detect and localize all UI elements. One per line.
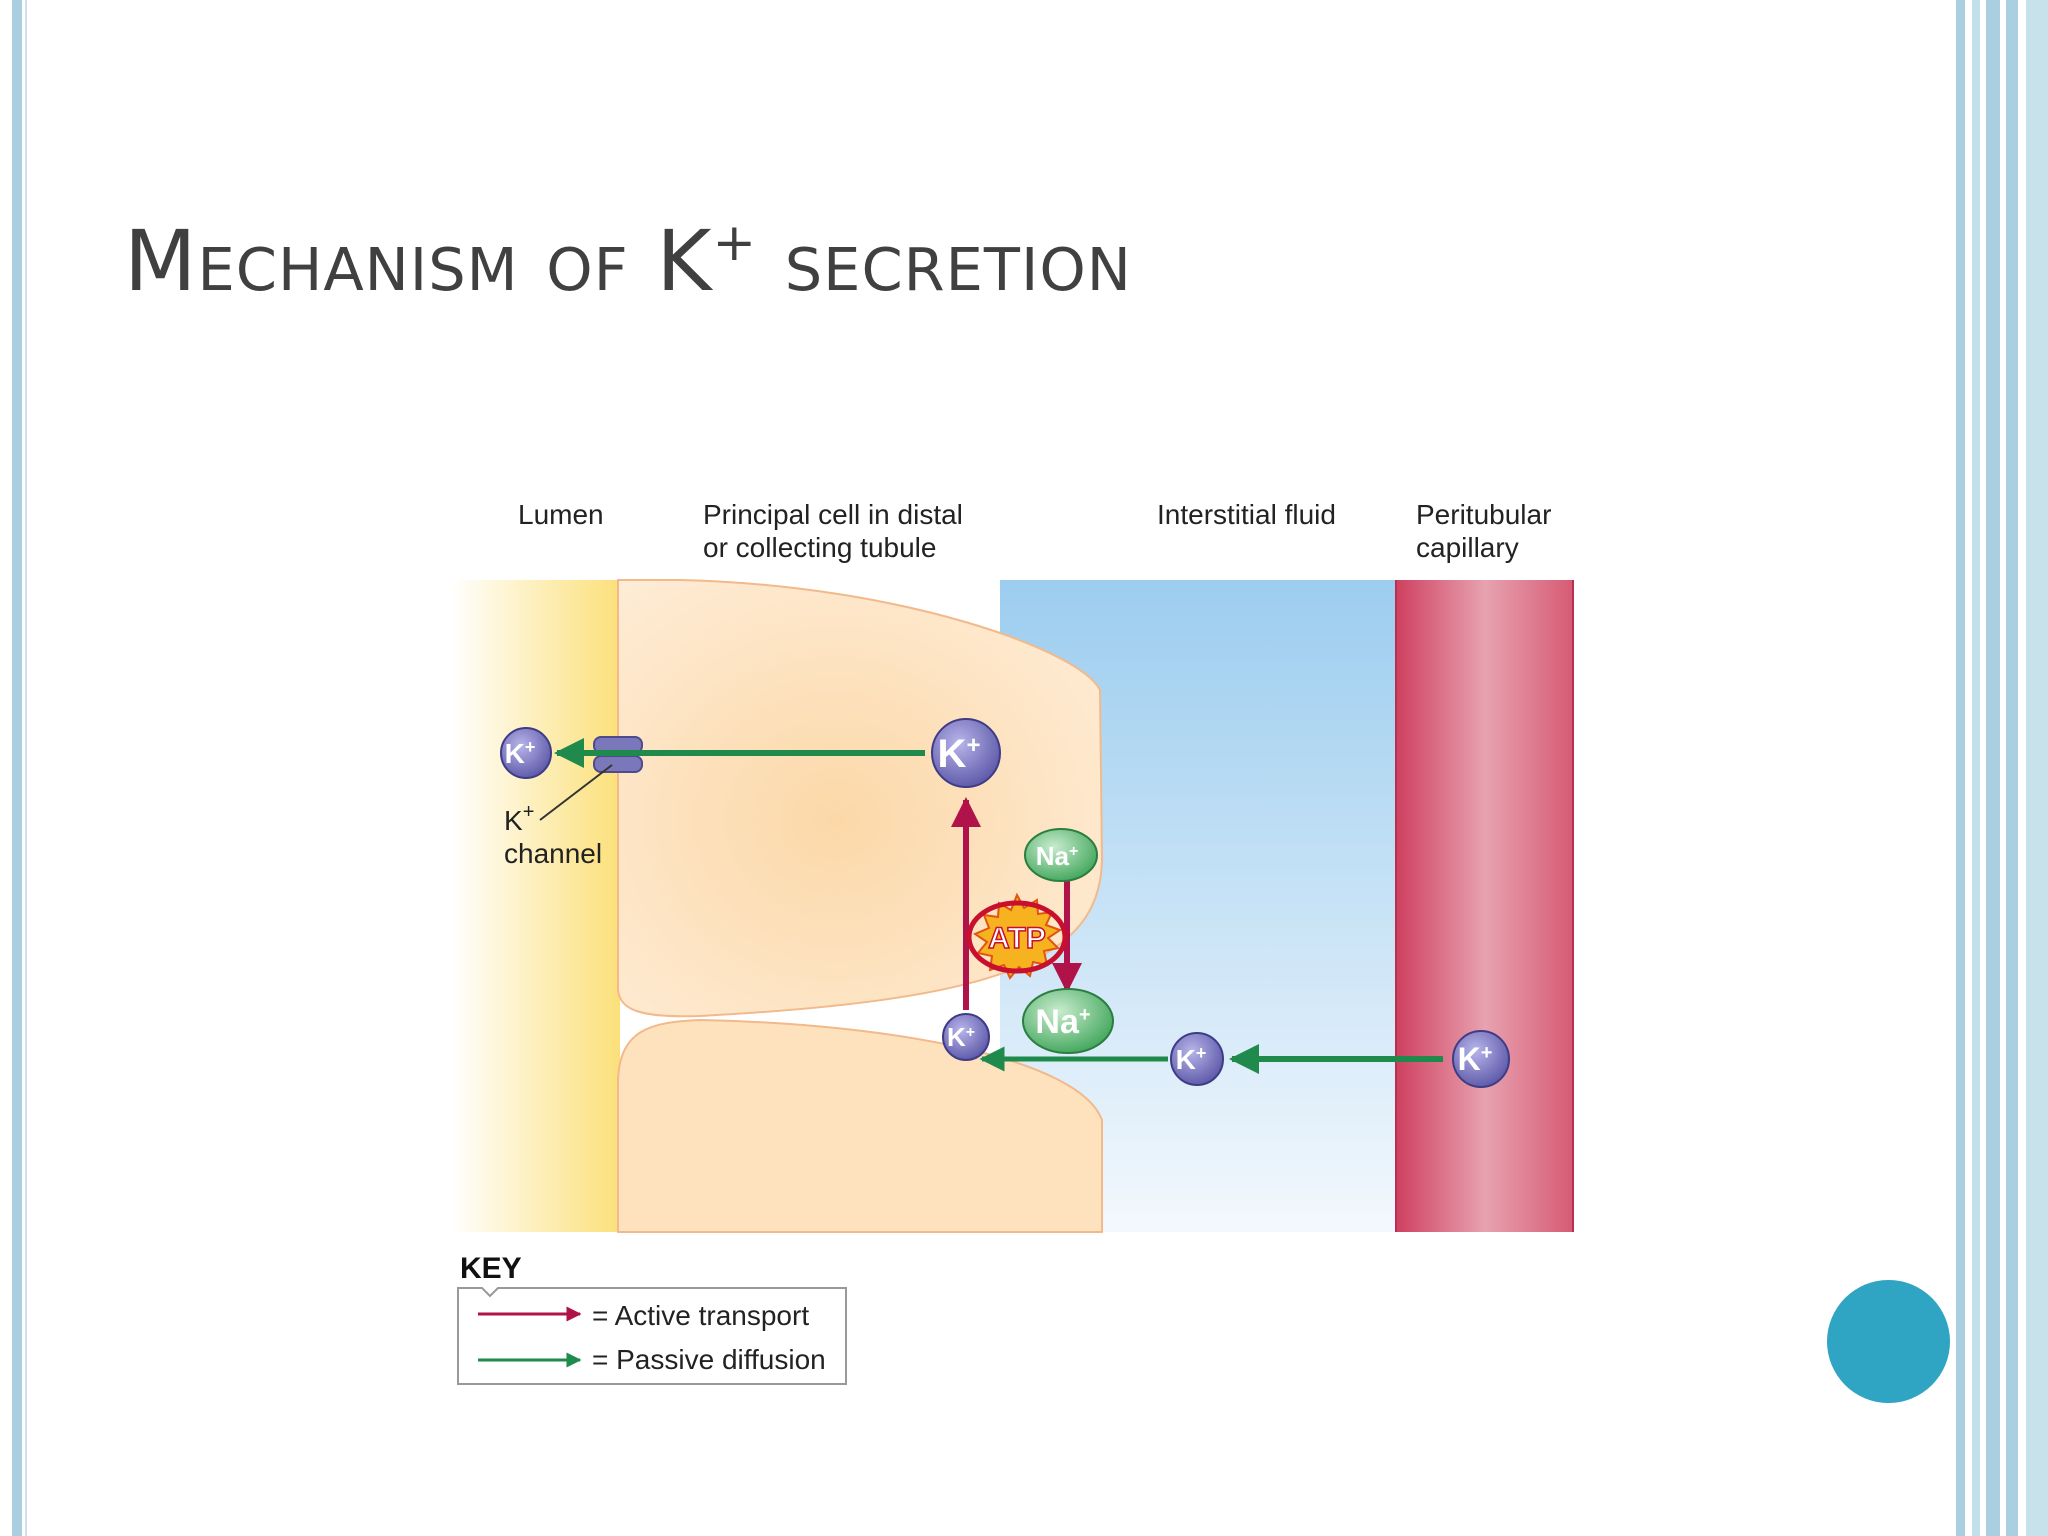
key-title: KEY — [460, 1252, 522, 1285]
k-channel-label-word: channel — [504, 838, 602, 869]
atp-pump: ATP — [966, 892, 1068, 980]
key-passive-label: = Passive diffusion — [592, 1344, 826, 1375]
header-lumen: Lumen — [518, 499, 604, 530]
key-active-label: = Active transport — [592, 1300, 809, 1331]
slide-title-superscript: + — [712, 213, 758, 273]
slide-title: Mechanism of K+ secretion — [124, 212, 1132, 310]
k-ion-interstitial: K+ — [1170, 1032, 1224, 1086]
header-principal-cell-line1: Principal cell in distal — [703, 499, 963, 530]
slide-border-left-inner — [25, 0, 27, 1536]
slide-title-main: Mechanism of K — [124, 212, 713, 310]
k-ion-capillary: K+ — [1452, 1030, 1510, 1088]
svg-text:K+: K+ — [1176, 1043, 1207, 1075]
peritubular-capillary — [1396, 580, 1574, 1232]
header-interstitial-fluid: Interstitial fluid — [1157, 499, 1336, 530]
svg-text:Na+: Na+ — [1036, 841, 1079, 871]
k-channel-label-k: K+ — [504, 801, 534, 836]
k-ion-lumen: K+ — [500, 727, 552, 779]
svg-text:K+: K+ — [505, 737, 536, 769]
na-ion-interstitial: Na+ — [1022, 988, 1114, 1054]
slide-border-right-stripe — [2006, 0, 2018, 1536]
header-capillary-line1: Peritubular — [1416, 499, 1551, 530]
svg-text:K+: K+ — [938, 732, 981, 776]
svg-text:Na+: Na+ — [1035, 1003, 1090, 1041]
lumen-region — [450, 580, 620, 1232]
slide-border-left — [12, 0, 22, 1536]
svg-text:K+: K+ — [947, 1022, 975, 1052]
header-capillary-line2: capillary — [1416, 532, 1519, 563]
k-channel-protein — [593, 736, 643, 773]
slide-title-end: secretion — [757, 212, 1132, 310]
k-ion-pump-entry: K+ — [942, 1013, 990, 1061]
slide-border-right-stripe — [2026, 0, 2048, 1536]
principal-cell — [617, 579, 1104, 1018]
slide-accent-circle — [1827, 1280, 1950, 1403]
slide-border-right-stripe — [1986, 0, 2000, 1536]
slide-border-right-stripe — [1956, 0, 1965, 1536]
atp-label: ATP — [988, 922, 1046, 955]
k-channel-pointer — [539, 764, 613, 821]
header-principal-cell-line2: or collecting tubule — [703, 532, 936, 563]
slide-border-right-stripe — [1972, 0, 1980, 1536]
na-ion-cell: Na+ — [1024, 828, 1098, 882]
neighbouring-cell — [617, 1018, 1103, 1233]
svg-text:K+: K+ — [1458, 1041, 1493, 1077]
k-ion-cell-large: K+ — [931, 718, 1001, 788]
